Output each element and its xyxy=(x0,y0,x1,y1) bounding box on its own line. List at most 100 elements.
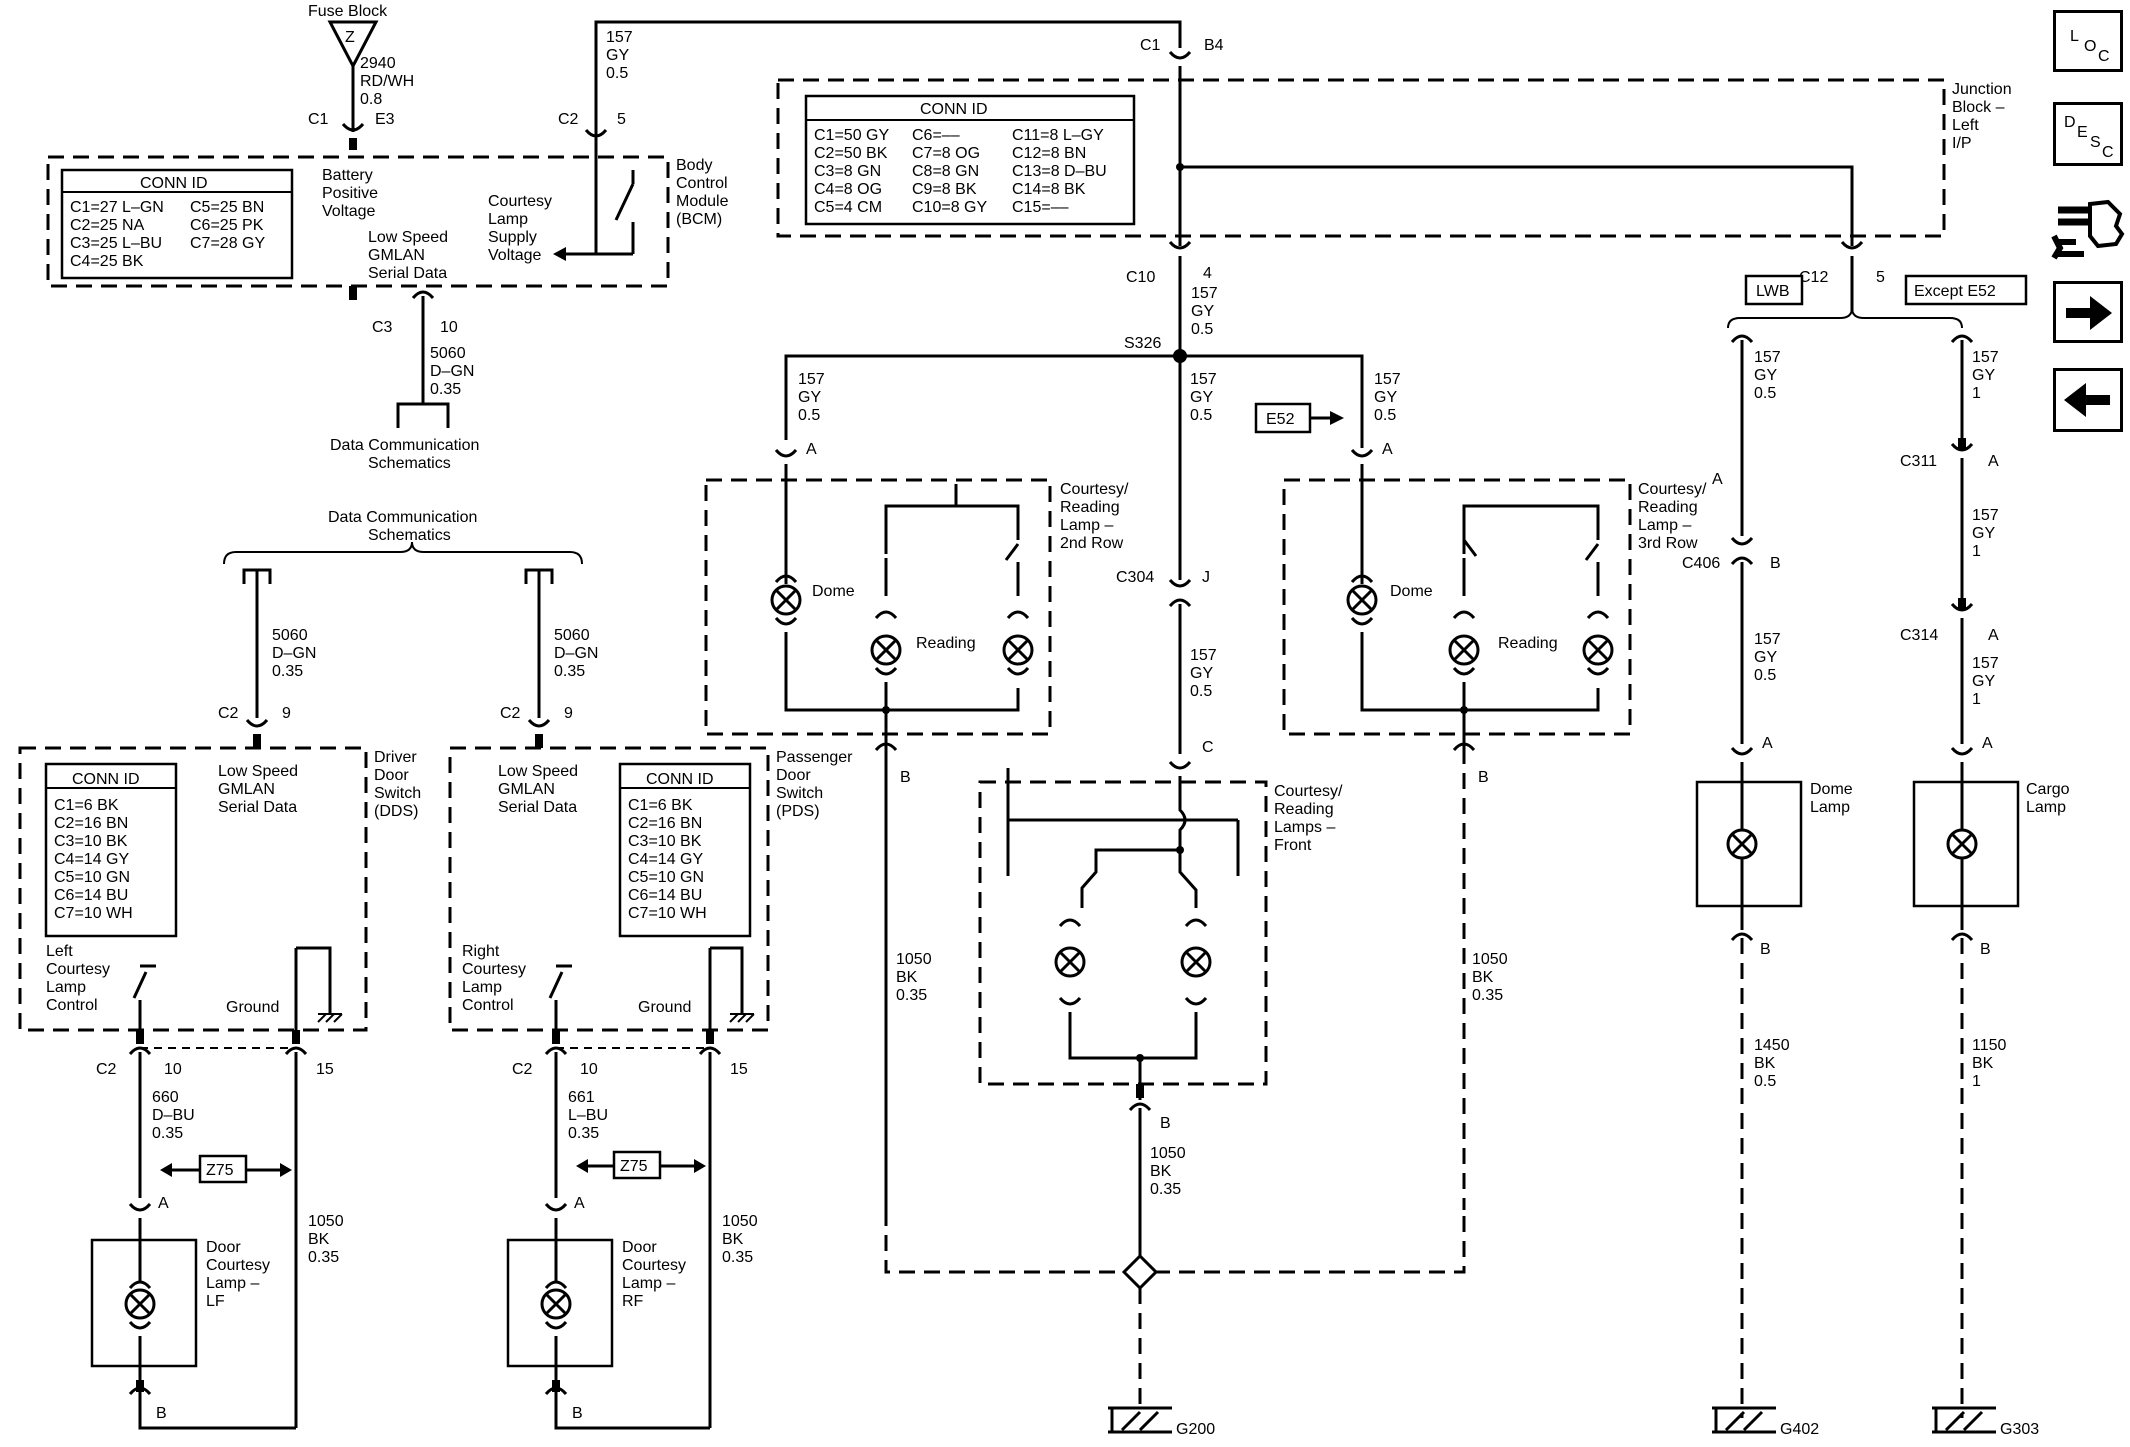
diagram-label: 0.8 xyxy=(360,91,382,108)
door-courtesy-lamp-rf: Door Courtesy Lamp – RF xyxy=(506,1218,686,1384)
diagram-label: Door xyxy=(776,767,811,784)
diagram-label: C3=8 GN xyxy=(814,163,881,180)
diagram-label: B xyxy=(1160,1115,1171,1132)
diagram-label: B xyxy=(1478,769,1489,786)
reading-lamp-3rd-row: A Dome Reading Courtesy/ Reading Lamp – … xyxy=(1282,441,1707,736)
previous-page-button[interactable] xyxy=(2053,368,2123,432)
diagram-label: Ground xyxy=(638,999,691,1016)
diagram-label: C7=10 WH xyxy=(628,905,707,922)
diagram-label: C4=8 OG xyxy=(814,181,882,198)
diagram-label: A xyxy=(1988,453,1999,470)
diagram-label: CONN ID xyxy=(72,771,140,788)
junction-conn-id-table: CONN ID C1=50 GY C2=50 BK C3=8 GN C4=8 O… xyxy=(804,94,1136,226)
diagram-label: RD/WH xyxy=(360,73,414,90)
diagram-label: C5=10 GN xyxy=(628,869,704,886)
diagram-label: C1 xyxy=(1140,37,1161,54)
diagram-label: B xyxy=(1760,941,1771,958)
diagram-label: 5060 xyxy=(272,627,308,644)
diagram-label: 0.35 xyxy=(308,1249,339,1266)
diagram-label: 0.35 xyxy=(1150,1181,1181,1198)
diagram-label: 1050 xyxy=(308,1213,344,1230)
door-courtesy-lamp-lf: Door Courtesy Lamp – LF xyxy=(90,1218,270,1384)
diagram-label: Low Speed xyxy=(218,763,298,780)
diagram-label: Lamp xyxy=(488,211,528,228)
diagram-label: Module xyxy=(676,193,729,210)
diagram-label: Passenger xyxy=(776,749,853,766)
next-page-button[interactable] xyxy=(2053,281,2123,343)
dome-lamp xyxy=(1695,762,1803,930)
z75-right-tag: Z75 xyxy=(576,1150,706,1180)
svg-text:C: C xyxy=(2098,48,2110,65)
diagram-label: A xyxy=(574,1195,585,1212)
diagram-label: 2nd Row xyxy=(1060,535,1124,552)
diagram-label: 0.5 xyxy=(1190,407,1212,424)
diagram-label: 0.5 xyxy=(1754,1073,1776,1090)
diagram-label: Voltage xyxy=(322,203,375,220)
diagram-label: A xyxy=(806,441,817,458)
diagram-label: 0.5 xyxy=(606,65,628,82)
diagram-label: 10 xyxy=(440,319,458,336)
diagram-label: Except E52 xyxy=(1914,283,1996,300)
diagram-label: GMLAN xyxy=(498,781,555,798)
svg-text:D: D xyxy=(2064,114,2076,131)
diagram-label: 157 xyxy=(1754,349,1781,366)
diagram-label: BK xyxy=(308,1231,330,1248)
diagram-label: GMLAN xyxy=(368,247,425,264)
diagram-label: E52 xyxy=(1266,411,1295,428)
tools-button[interactable] xyxy=(2050,196,2126,262)
diagram-label: GMLAN xyxy=(218,781,275,798)
bcm-module: CONN ID C1=27 L–GN C2=25 NA C3=25 L–BU C… xyxy=(46,111,729,336)
diagram-label: A xyxy=(1382,441,1393,458)
diagram-label: Low Speed xyxy=(498,763,578,780)
diagram-label: GY xyxy=(798,389,821,406)
diagram-label: C1 xyxy=(308,111,329,128)
diagram-label: 0.5 xyxy=(1754,667,1776,684)
diagram-label: Data Communication xyxy=(330,437,479,454)
diagram-label: BK xyxy=(1472,969,1494,986)
diagram-label: 0.35 xyxy=(430,381,461,398)
diagram-label: C7=28 GY xyxy=(190,235,265,252)
diagram-label: B xyxy=(156,1405,167,1422)
loc-icon: L O C xyxy=(2070,28,2110,65)
diagram-label: C3=10 BK xyxy=(54,833,128,850)
diagram-label: GY xyxy=(1754,367,1777,384)
diagram-label: Serial Data xyxy=(498,799,577,816)
diagram-label: G200 xyxy=(1176,1421,1215,1438)
diagram-label: J xyxy=(1202,569,1210,586)
diagram-label: B4 xyxy=(1204,37,1224,54)
diagram-label: Supply xyxy=(488,229,537,246)
diagram-label: C3=25 L–BU xyxy=(70,235,162,252)
diagram-label: Dome xyxy=(1810,781,1853,798)
arrow-left-icon xyxy=(2064,383,2110,417)
diagram-label: C4=14 GY xyxy=(628,851,703,868)
svg-text:O: O xyxy=(2084,38,2096,55)
diagram-label: 157 xyxy=(1190,371,1217,388)
ground-g200: G200 xyxy=(884,1210,1466,1438)
diagram-label: B xyxy=(572,1405,583,1422)
diagram-label: C4=25 BK xyxy=(70,253,144,270)
diagram-label: C314 xyxy=(1900,627,1938,644)
ground-g303: G303 xyxy=(1932,1406,2039,1438)
diagram-label: GY xyxy=(1972,525,1995,542)
diagram-label: 0.5 xyxy=(1190,683,1212,700)
diagram-label: C15=–– xyxy=(1012,199,1069,216)
diagram-label: C6=14 BU xyxy=(628,887,702,904)
diagram-label: C2 xyxy=(218,705,239,722)
reading-lamps-front: Courtesy/ Reading Lamps – Front xyxy=(978,768,1343,1086)
description-button[interactable]: D E S C xyxy=(2053,102,2123,166)
diagram-label: Courtesy/ xyxy=(1638,481,1707,498)
diagram-label: 1050 xyxy=(1472,951,1508,968)
diagram-label: Lamp xyxy=(1810,799,1850,816)
diagram-label: D–GN xyxy=(554,645,598,662)
diagram-label: Reading xyxy=(1060,499,1120,516)
diagram-label: C2=25 NA xyxy=(70,217,145,234)
diagram-label: C2 xyxy=(500,705,521,722)
diagram-label: E3 xyxy=(375,111,395,128)
diagram-label: Courtesy xyxy=(622,1257,686,1274)
diagram-label: Dome xyxy=(812,583,855,600)
diagram-label: GY xyxy=(1374,389,1397,406)
diagram-label: C12=8 BN xyxy=(1012,145,1086,162)
location-button[interactable]: L O C xyxy=(2053,10,2123,72)
diagram-label: Schematics xyxy=(368,527,451,544)
diagram-label: Lamp – xyxy=(1060,517,1113,534)
